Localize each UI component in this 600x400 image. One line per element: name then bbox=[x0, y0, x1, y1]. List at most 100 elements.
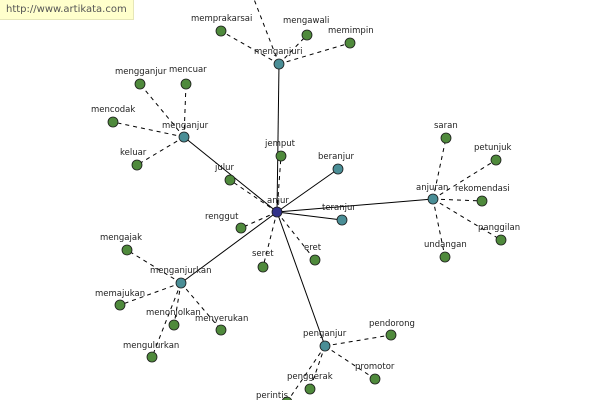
label-anjuran: anjuran bbox=[416, 183, 448, 193]
node-anjur[interactable] bbox=[271, 206, 283, 218]
edge-menganjurkan-mengulurkan bbox=[151, 282, 182, 358]
edge-anjuran-undangan bbox=[432, 198, 446, 258]
node-menonjolkan[interactable] bbox=[168, 319, 180, 331]
label-mencuar: mencuar bbox=[169, 65, 207, 75]
node-petunjuk[interactable] bbox=[490, 154, 502, 166]
edge-anjur-penganjur bbox=[276, 211, 326, 347]
edge-anjur-menganjurkan bbox=[180, 211, 278, 284]
node-pendorong[interactable] bbox=[385, 329, 397, 341]
edge-anjur-menganjur bbox=[183, 136, 278, 213]
label-penggerak: penggerak bbox=[287, 372, 333, 382]
node-rekomendasi[interactable] bbox=[476, 195, 488, 207]
edge-menganjur-mengganjur bbox=[139, 83, 185, 138]
label-keluar: keluar bbox=[120, 148, 147, 158]
label-saran: saran bbox=[434, 121, 458, 131]
label-penganjur: penganjur bbox=[303, 329, 347, 339]
edge-menganjur-mencuar bbox=[183, 83, 187, 138]
label-petunjuk: petunjuk bbox=[474, 143, 511, 153]
edge-anjur-anjuran bbox=[276, 198, 434, 213]
edge-menganjurkan-menonjolkan bbox=[173, 282, 182, 326]
label-menganjurkan: menganjurkan bbox=[150, 266, 212, 276]
node-panggilan[interactable] bbox=[495, 234, 507, 246]
node-keluar[interactable] bbox=[131, 159, 143, 171]
node-beranjur[interactable] bbox=[332, 163, 344, 175]
edge-anjur-jemput bbox=[276, 155, 282, 213]
edge-anjuran-saran bbox=[432, 137, 447, 200]
label-mengganjur: mengganjur bbox=[115, 67, 167, 77]
label-undangan: undangan bbox=[424, 240, 467, 250]
node-menganjuri[interactable] bbox=[273, 58, 285, 70]
label-teranjur: teranjur bbox=[322, 203, 356, 213]
node-memajukan[interactable] bbox=[114, 299, 126, 311]
label-menyerukan: menyerukan bbox=[195, 314, 248, 324]
label-menganjuri: menganjuri bbox=[254, 47, 303, 57]
edge-menganjuri-memprakarsai bbox=[220, 30, 280, 65]
edges-layer bbox=[112, 0, 502, 400]
node-jemput[interactable] bbox=[275, 150, 287, 162]
edge-menganjuri-mengawali bbox=[278, 34, 308, 65]
edge-anjur-renggut bbox=[240, 211, 278, 229]
node-menyerukan[interactable] bbox=[215, 324, 227, 336]
node-eret[interactable] bbox=[309, 254, 321, 266]
node-teranjur[interactable] bbox=[336, 214, 348, 226]
label-panggilan: panggilan bbox=[478, 223, 520, 233]
edge-anjur-eret bbox=[276, 211, 316, 261]
node-julur[interactable] bbox=[224, 174, 236, 186]
edge-anjur-menganjuri bbox=[276, 63, 280, 213]
edge-penganjur-promotor bbox=[324, 345, 376, 380]
edge-penganjur-penggerak bbox=[309, 345, 326, 390]
label-mengajak: mengajak bbox=[100, 233, 142, 243]
node-memprakarsai[interactable] bbox=[215, 25, 227, 37]
nodes-layer bbox=[107, 25, 507, 400]
node-mencodak[interactable] bbox=[107, 116, 119, 128]
node-menganjur[interactable] bbox=[178, 131, 190, 143]
edge-anjuran-panggilan bbox=[432, 198, 502, 241]
edge-penganjur-perintis bbox=[287, 345, 326, 400]
label-memimpin: memimpin bbox=[328, 26, 374, 36]
label-pendorong: pendorong bbox=[369, 319, 415, 329]
node-penganjur[interactable] bbox=[319, 340, 331, 352]
node-menganjurkan[interactable] bbox=[175, 277, 187, 289]
label-perintis: perintis bbox=[256, 391, 289, 400]
label-eret: eret bbox=[304, 243, 322, 253]
label-menonjolkan: menonjolkan bbox=[146, 308, 201, 318]
label-memajukan: memajukan bbox=[95, 289, 145, 299]
node-promotor[interactable] bbox=[369, 373, 381, 385]
node-seret[interactable] bbox=[257, 261, 269, 273]
label-promotor: promotor bbox=[355, 362, 395, 372]
edge-menganjurkan-mengajak bbox=[126, 249, 182, 284]
node-mengganjur[interactable] bbox=[134, 78, 146, 90]
node-memimpin[interactable] bbox=[344, 37, 356, 49]
node-mengulurkan[interactable] bbox=[146, 351, 158, 363]
edge-penganjur-pendorong bbox=[324, 334, 392, 347]
edge-menganjur-keluar bbox=[136, 136, 185, 166]
label-beranjur: beranjur bbox=[318, 152, 354, 162]
label-mengawali: mengawali bbox=[283, 16, 329, 26]
node-renggut[interactable] bbox=[235, 222, 247, 234]
node-mencuar[interactable] bbox=[180, 78, 192, 90]
node-mengajak[interactable] bbox=[121, 244, 133, 256]
edge-anjuran-rekomendasi bbox=[432, 198, 483, 202]
label-mencodak: mencodak bbox=[91, 105, 135, 115]
node-mengawali[interactable] bbox=[301, 29, 313, 41]
edge-anjur-seret bbox=[262, 211, 278, 268]
label-julur: julur bbox=[214, 163, 234, 173]
node-perintis[interactable] bbox=[281, 396, 293, 400]
node-anjuran[interactable] bbox=[427, 193, 439, 205]
edge-anjur-teranjur bbox=[276, 211, 343, 221]
label-mengulurkan: mengulurkan bbox=[123, 341, 179, 351]
label-rekomendasi: rekomendasi bbox=[455, 184, 510, 194]
node-undangan[interactable] bbox=[439, 251, 451, 263]
edge-menganjurkan-menyerukan bbox=[180, 282, 222, 331]
edge-menganjurkan-memajukan bbox=[119, 282, 182, 306]
edge-anjur-julur bbox=[229, 179, 278, 213]
label-seret: seret bbox=[252, 249, 274, 259]
label-renggut: renggut bbox=[205, 212, 239, 222]
edge-anjur-beranjur bbox=[276, 168, 339, 213]
node-saran[interactable] bbox=[440, 132, 452, 144]
source-watermark: http://www.artikata.com bbox=[0, 0, 134, 20]
node-penggerak[interactable] bbox=[304, 383, 316, 395]
label-jemput: jemput bbox=[264, 139, 296, 149]
